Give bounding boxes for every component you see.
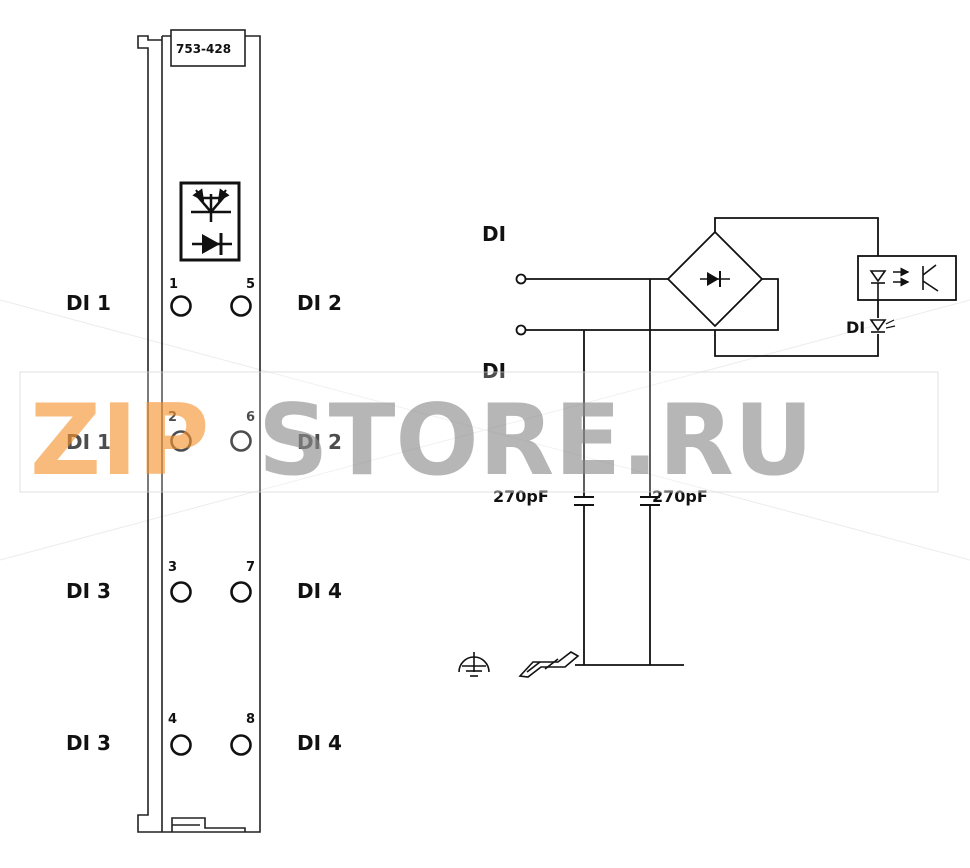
input-label-bottom: DI: [482, 359, 506, 383]
terminal-number-4: 4: [168, 712, 177, 727]
terminal-number-5: 5: [246, 277, 255, 292]
capacitor-left: [574, 496, 594, 506]
label-terminal-1: DI 1: [66, 291, 111, 315]
terminal-4: [170, 734, 192, 756]
terminal-7: [230, 581, 252, 603]
part-number: 753-428: [176, 42, 231, 56]
schematic-wires: [526, 217, 879, 666]
ground-icon: [458, 652, 490, 677]
terminal-5: [230, 295, 252, 317]
label-terminal-2: DI 1: [66, 430, 111, 454]
label-terminal-5: DI 2: [297, 291, 342, 315]
din-rail-icon: [518, 651, 580, 678]
terminal-number-1: 1: [169, 277, 178, 292]
module-body: [137, 29, 261, 833]
watermark-zip: ZIP: [30, 384, 209, 498]
terminal-number-3: 3: [168, 560, 177, 575]
phototransistor-icon: [922, 264, 939, 292]
terminal-number-7: 7: [246, 560, 255, 575]
input-terminal-bottom: [515, 324, 527, 336]
optocoupler-led-icon: [869, 267, 910, 300]
optocoupler-box: [857, 255, 957, 301]
diode-icon: [192, 233, 232, 255]
label-terminal-6: DI 2: [297, 430, 342, 454]
led-label: DI: [846, 318, 865, 337]
watermark-store: STORE.RU: [258, 384, 813, 498]
terminal-8: [230, 734, 252, 756]
label-terminal-8: DI 4: [297, 731, 342, 755]
label-terminal-7: DI 4: [297, 579, 342, 603]
bridge-diode-icon: [700, 271, 730, 287]
terminal-number-6: 6: [246, 410, 255, 425]
terminal-number-2: 2: [168, 410, 177, 425]
terminal-2: [170, 430, 192, 452]
label-terminal-3: DI 3: [66, 579, 111, 603]
watermark: ZIP STORE.RU: [19, 371, 939, 498]
terminal-1: [170, 295, 192, 317]
terminal-number-8: 8: [246, 712, 255, 727]
label-terminal-4: DI 3: [66, 731, 111, 755]
input-label-top: DI: [482, 222, 506, 246]
capacitor-right: [640, 496, 660, 506]
terminal-3: [170, 581, 192, 603]
input-terminal-top: [515, 273, 527, 285]
led-icon: [869, 319, 896, 333]
part-number-box: [170, 29, 246, 67]
terminal-6: [230, 430, 252, 452]
